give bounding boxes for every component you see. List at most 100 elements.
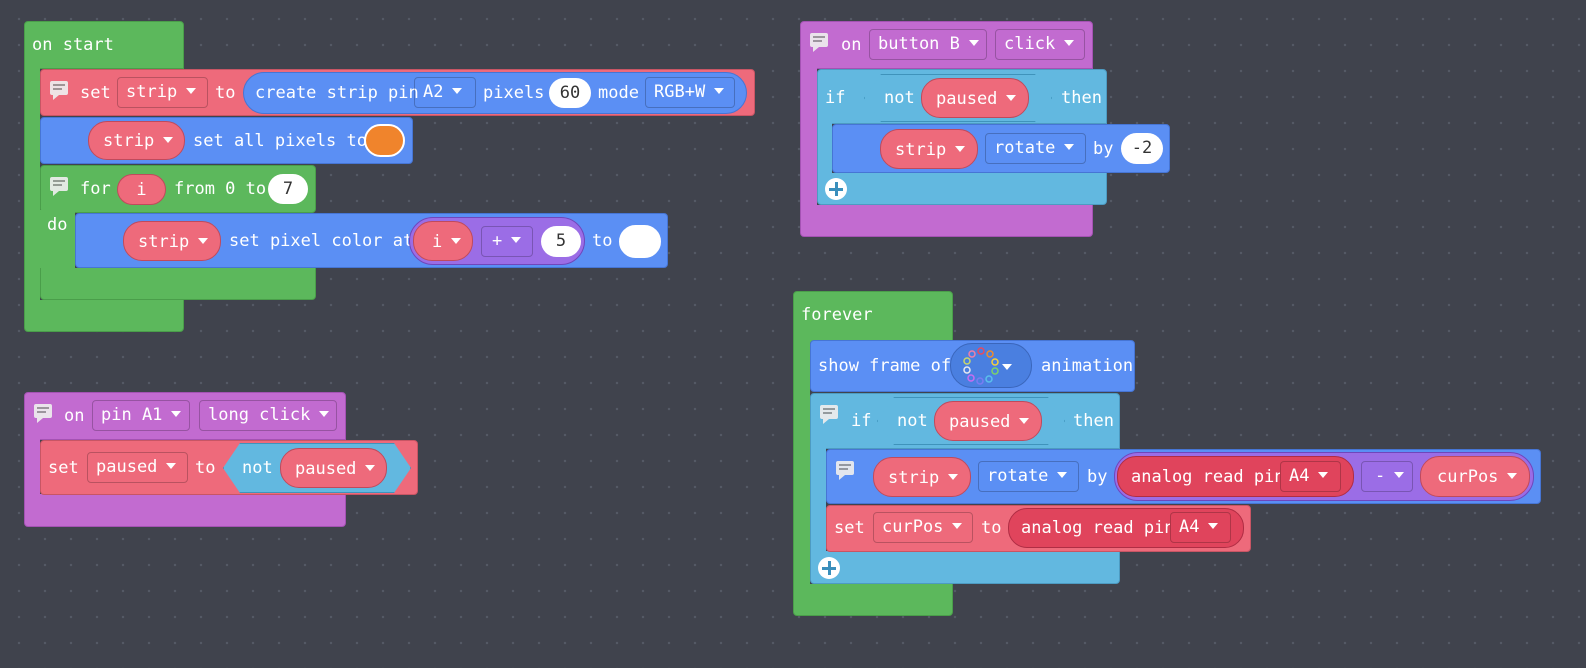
rotate-dropdown[interactable]: rotate xyxy=(985,133,1086,164)
strip-variable-pill[interactable]: strip xyxy=(880,129,978,169)
dropdown-value: A4 xyxy=(1179,517,1200,537)
on-button-footer xyxy=(800,205,1093,237)
add-branch-icon[interactable] xyxy=(818,557,840,579)
chevron-down-icon xyxy=(1507,473,1518,479)
from-to-label: from 0 to xyxy=(174,179,267,199)
chevron-down-icon xyxy=(1064,40,1075,46)
variable-i-pill[interactable]: i xyxy=(413,221,473,261)
variable-value: curPos xyxy=(1437,467,1499,487)
not-label: not xyxy=(884,88,915,108)
set-pixel-color-label: set pixel color at xyxy=(229,231,414,251)
set-label: set xyxy=(48,458,79,478)
dropdown-value: + xyxy=(492,231,503,251)
chevron-down-icon xyxy=(968,40,979,46)
rotate-dropdown[interactable]: rotate xyxy=(978,461,1079,492)
forever-footer xyxy=(793,584,953,616)
dropdown-value: rotate xyxy=(987,466,1049,486)
add-branch-icon[interactable] xyxy=(825,178,847,200)
on-pin-hat[interactable] xyxy=(24,392,346,440)
on-label: on xyxy=(64,406,85,426)
comment-icon[interactable] xyxy=(836,461,854,480)
loop-end-input[interactable]: 7 xyxy=(268,174,308,204)
rotate-amount-input[interactable]: -2 xyxy=(1121,133,1163,164)
forever-hat[interactable] xyxy=(793,291,953,343)
comment-icon[interactable] xyxy=(50,81,68,100)
show-frame-label: show frame of xyxy=(818,356,952,376)
dropdown-value: curPos xyxy=(882,517,944,537)
loop-variable-i[interactable]: i xyxy=(117,174,166,205)
animation-picker[interactable] xyxy=(950,343,1032,388)
not-label: not xyxy=(897,411,928,431)
then-label: then xyxy=(1061,88,1102,108)
if-then-spine xyxy=(810,447,826,554)
pin-dropdown[interactable]: pin A1 xyxy=(92,400,190,431)
if-then-footer xyxy=(817,173,1107,205)
comment-icon[interactable] xyxy=(50,177,68,196)
color-swatch-orange[interactable] xyxy=(364,124,405,157)
chevron-down-icon xyxy=(451,238,462,244)
chevron-down-icon xyxy=(186,88,197,94)
button-dropdown[interactable]: button B xyxy=(869,29,987,60)
on-button-spine xyxy=(800,66,817,208)
chevron-down-icon xyxy=(1318,472,1329,478)
chevron-down-icon xyxy=(319,411,330,417)
strip-variable-pill[interactable]: strip xyxy=(123,221,221,261)
operator-dropdown[interactable]: + xyxy=(481,226,533,257)
on-start-footer[interactable] xyxy=(24,300,184,332)
operator-dropdown[interactable]: - xyxy=(1361,461,1413,492)
analog-pin-dropdown[interactable]: A4 xyxy=(1170,512,1231,543)
chevron-down-icon xyxy=(948,474,959,480)
to-label: to xyxy=(215,83,236,103)
chevron-down-icon xyxy=(171,411,182,417)
rainbow-ring-icon xyxy=(963,347,999,385)
variable-dropdown-paused[interactable]: paused xyxy=(87,452,188,483)
dropdown-value: rotate xyxy=(994,138,1056,158)
dropdown-value: A4 xyxy=(1289,466,1310,486)
pixels-input[interactable]: 60 xyxy=(549,78,591,108)
chevron-down-icon xyxy=(952,523,963,529)
comment-icon[interactable] xyxy=(810,33,828,52)
dropdown-value: RGB+W xyxy=(654,82,706,102)
dropdown-value: button B xyxy=(878,34,960,54)
variable-dropdown-curpos[interactable]: curPos xyxy=(873,512,973,543)
on-button-hat[interactable] xyxy=(800,21,1093,69)
strip-variable-pill[interactable]: strip xyxy=(88,121,185,160)
for-loop-footer xyxy=(40,268,316,300)
chevron-down-icon xyxy=(452,88,463,94)
paused-variable-pill[interactable]: paused xyxy=(934,401,1042,441)
comment-icon[interactable] xyxy=(34,404,52,423)
pin-dropdown[interactable]: A2 xyxy=(414,77,476,108)
chevron-down-icon xyxy=(714,88,725,94)
strip-variable-pill[interactable]: strip xyxy=(873,457,971,497)
if-then-spine xyxy=(817,122,832,176)
set-all-pixels-label: set all pixels to xyxy=(193,131,367,151)
analog-pin-dropdown[interactable]: A4 xyxy=(1280,461,1341,492)
chevron-down-icon xyxy=(1394,472,1405,478)
chevron-down-icon xyxy=(1019,418,1030,424)
for-loop-spine xyxy=(40,210,75,272)
animation-label: animation xyxy=(1041,356,1134,376)
color-swatch-white[interactable] xyxy=(619,225,661,258)
to-label: to xyxy=(981,518,1002,538)
dropdown-value: pin A1 xyxy=(101,405,163,425)
analog-read-label: analog read pin xyxy=(1021,518,1175,538)
comment-icon[interactable] xyxy=(820,405,838,424)
create-strip-reporter[interactable] xyxy=(243,72,747,114)
paused-variable-pill[interactable]: paused xyxy=(280,448,387,488)
if-label: if xyxy=(825,88,846,108)
offset-input[interactable]: 5 xyxy=(541,226,581,257)
curpos-variable-pill[interactable]: curPos xyxy=(1420,456,1530,497)
by-label: by xyxy=(1093,139,1114,159)
variable-value: paused xyxy=(295,459,357,479)
on-start-hat[interactable] xyxy=(24,21,184,69)
to-label: to xyxy=(592,231,613,251)
paused-variable-pill[interactable]: paused xyxy=(921,78,1029,118)
mode-dropdown[interactable]: RGB+W xyxy=(645,77,735,108)
event-dropdown[interactable]: long click xyxy=(199,400,337,431)
by-label: by xyxy=(1087,467,1108,487)
event-dropdown[interactable]: click xyxy=(995,29,1085,60)
chevron-down-icon xyxy=(1208,523,1219,529)
chevron-down-icon xyxy=(163,137,174,143)
variable-dropdown-strip[interactable]: strip xyxy=(117,77,208,108)
not-label: not xyxy=(242,458,273,478)
